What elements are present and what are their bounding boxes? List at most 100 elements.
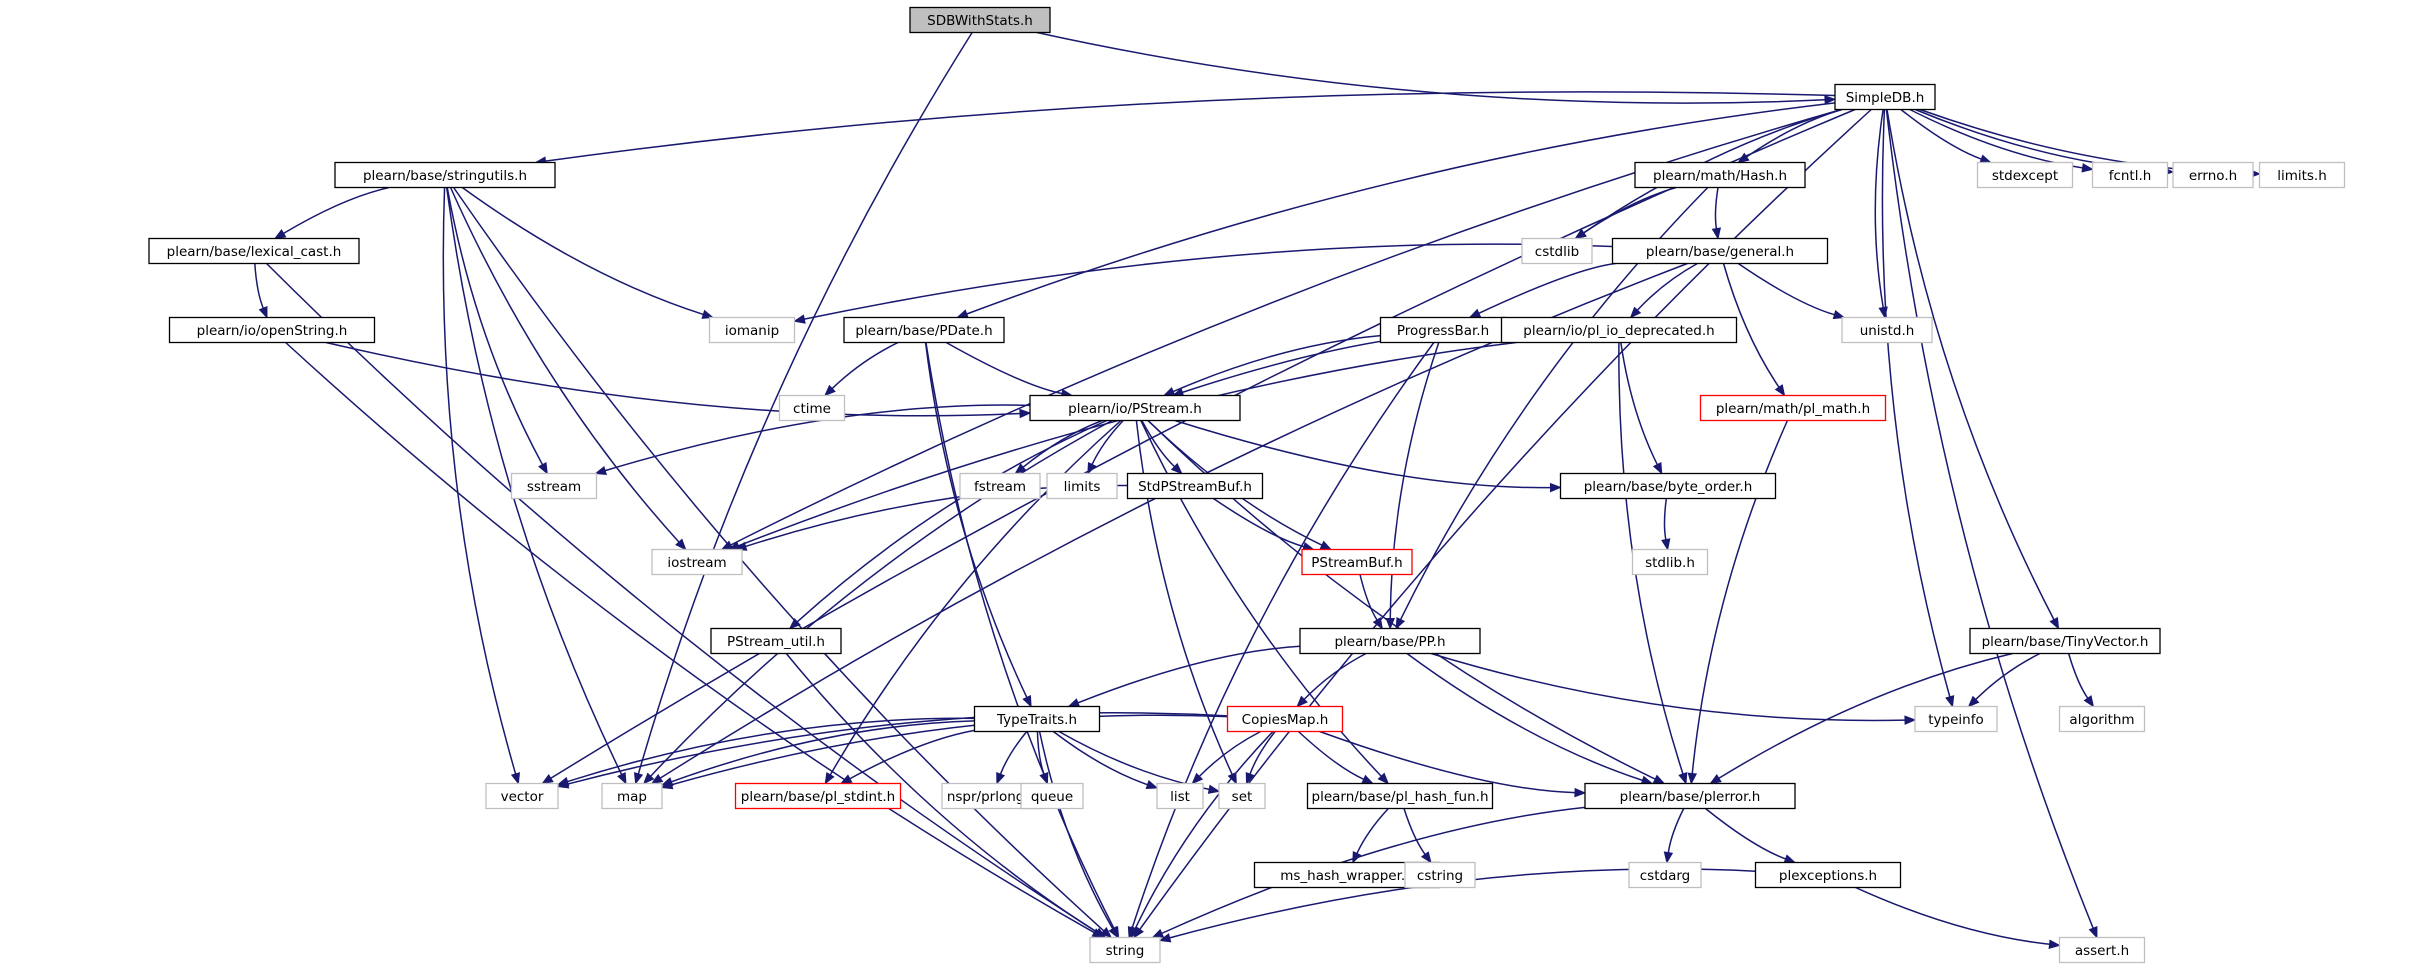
edge-line [1249, 731, 1276, 775]
node-pl_math[interactable]: plearn/math/pl_math.h [1699, 394, 1887, 422]
node-tinyvector[interactable]: plearn/base/TinyVector.h [1969, 627, 2161, 655]
edge-line [738, 341, 1517, 547]
node-box [973, 705, 1101, 733]
node-byte_order[interactable]: plearn/base/byte_order.h [1559, 472, 1777, 500]
arrowhead [1652, 774, 1666, 785]
arrowhead [1245, 772, 1255, 785]
arrowhead [1100, 926, 1113, 939]
node-lexical_cast[interactable]: plearn/base/lexical_cast.h [148, 237, 360, 265]
node-progressbar[interactable]: ProgressBar.h [1379, 316, 1507, 344]
node-box [651, 548, 743, 576]
edge-line [650, 419, 1113, 777]
node-box [1029, 394, 1241, 422]
edge-simpledb-to-string [1133, 108, 1872, 939]
edge-line [1052, 730, 1148, 786]
node-pp[interactable]: plearn/base/PP.h [1299, 627, 1481, 655]
node-cstring: cstring [1404, 861, 1476, 889]
node-general[interactable]: plearn/base/general.h [1611, 237, 1829, 265]
edge-openstring-to-pstream [325, 341, 1032, 419]
edge-hash-to-cstdlib [1574, 186, 1677, 240]
edge-tinyvector-to-plerror [1709, 652, 2013, 785]
edge-line [1855, 886, 2050, 946]
edge-copiesmap-to-pl_hash_fun [1297, 730, 1375, 785]
node-label: plearn/io/pl_io_deprecated.h [1523, 323, 1714, 339]
edge-line [446, 187, 544, 466]
node-label: fcntl.h [2109, 168, 2152, 184]
node-box [1020, 782, 1084, 810]
node-ctime: ctime [778, 394, 846, 422]
arrowhead [1711, 227, 1722, 240]
arrowhead [538, 462, 548, 475]
edge-line [1718, 652, 2013, 779]
node-pstreambuf[interactable]: PStreamBuf.h [1301, 548, 1413, 576]
arrowhead [1067, 698, 1081, 708]
arrowhead [1108, 926, 1119, 939]
arrowhead [996, 771, 1006, 785]
node-copiesmap[interactable]: CopiesMap.h [1226, 705, 1344, 733]
node-pl_io_deprecated[interactable]: plearn/io/pl_io_deprecated.h [1500, 316, 1738, 344]
edge-line [1038, 731, 1114, 930]
node-stdpstreambuf[interactable]: StdPStreamBuf.h [1126, 472, 1264, 500]
node-label: unistd.h [1860, 323, 1915, 339]
edge-line [1356, 807, 1389, 854]
node-label: SimpleDB.h [1846, 90, 1925, 106]
node-label: stdexcept [1992, 168, 2058, 184]
edge-line [1583, 108, 1842, 234]
edge-pstream-to-stdpstreambuf [1141, 420, 1183, 475]
node-stringutils[interactable]: plearn/base/stringutils.h [334, 161, 556, 189]
edge-line [1212, 497, 1305, 548]
arrowhead [1151, 928, 1165, 939]
arrowhead [633, 772, 644, 785]
node-sdbwithstats[interactable]: SDBWithStats.h [909, 6, 1051, 34]
edge-line [1885, 109, 2094, 929]
arrowhead [1663, 851, 1674, 864]
edge-line [796, 419, 1108, 623]
arrowhead [2081, 163, 2094, 173]
node-label: string [1106, 943, 1145, 959]
node-box [2258, 161, 2346, 189]
edge-line [1091, 419, 1124, 465]
node-box [778, 394, 846, 422]
node-label: stdlib.h [1645, 555, 1695, 571]
edge-line [999, 731, 1028, 775]
node-pstream[interactable]: plearn/io/PStream.h [1029, 394, 1241, 422]
node-label: errno.h [2189, 168, 2237, 184]
node-plerror[interactable]: plearn/base/plerror.h [1584, 782, 1796, 810]
edge-hash-to-general [1711, 187, 1722, 240]
node-label: plearn/base/stringutils.h [363, 168, 527, 184]
edge-plerror-to-plexceptions [1705, 807, 1797, 864]
node-pstream_util[interactable]: PStream_util.h [710, 627, 842, 655]
node-label: SDBWithStats.h [927, 13, 1033, 29]
node-simpledb[interactable]: SimpleDB.h [1834, 83, 1936, 111]
arrowhead [617, 771, 627, 785]
edge-line [831, 341, 899, 390]
edge-copiesmap-to-vector [556, 712, 1228, 789]
edge-stringutils-to-sstream [446, 187, 548, 475]
edge-general-to-progressbar [1468, 262, 1616, 319]
node-openstring[interactable]: plearn/io/openString.h [168, 316, 376, 344]
node-hash[interactable]: plearn/math/Hash.h [1634, 161, 1806, 189]
node-pdate[interactable]: plearn/base/PDate.h [843, 316, 1005, 344]
node-label: typeinfo [1928, 712, 1983, 728]
node-box [734, 782, 902, 810]
edge-line [924, 342, 1028, 698]
node-pl_stdint[interactable]: plearn/base/pl_stdint.h [734, 782, 902, 810]
node-box [601, 782, 663, 810]
edge-line [1198, 730, 1261, 777]
node-pl_hash_fun[interactable]: plearn/base/pl_hash_fun.h [1306, 782, 1494, 810]
node-box [1226, 705, 1344, 733]
edge-stringutils-to-vector [442, 187, 521, 785]
node-typetraits[interactable]: TypeTraits.h [973, 705, 1101, 733]
arrowhead [1945, 695, 1955, 708]
edge-simpledb-to-tinyvector [1886, 109, 2060, 630]
edge-line [325, 341, 1021, 417]
arrowhead [1574, 787, 1587, 798]
node-label: fstream [974, 479, 1026, 495]
arrowhead [510, 772, 521, 785]
edge-line [945, 341, 1063, 395]
node-label: cstdarg [1640, 868, 1690, 884]
node-box [1699, 394, 1887, 422]
node-plexceptions[interactable]: plexceptions.h [1754, 861, 1902, 889]
arrowhead [2088, 925, 2098, 939]
